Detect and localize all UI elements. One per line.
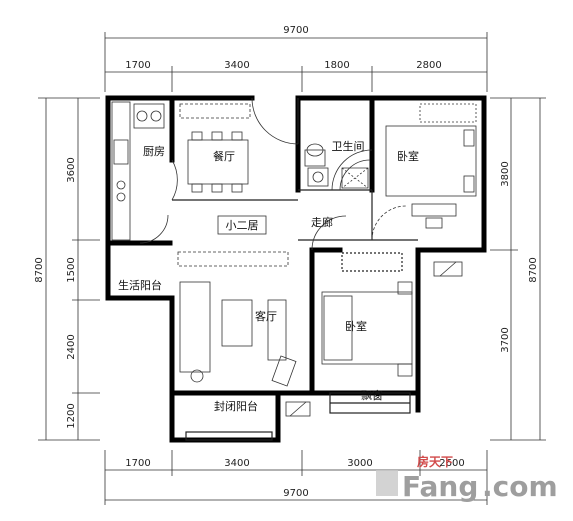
room-label-enclosed-balcony: 封闭阳台 (214, 399, 258, 413)
room-label-bedroom-top: 卧室 (397, 149, 419, 163)
right-dimension-lines (490, 97, 546, 441)
room-label-corridor: 走廊 (311, 215, 333, 229)
left-dim-1: 3600 (66, 157, 77, 182)
top-bedroom-furniture (385, 103, 477, 229)
watermark-house-icon (376, 470, 398, 496)
top-total-dim: 9700 (283, 25, 308, 36)
room-label-utility-balcony: 生活阳台 (118, 278, 162, 292)
top-dim-3: 1800 (324, 60, 349, 71)
watermark-brand: Fang (402, 470, 478, 503)
bottom-dim-3: 3000 (347, 458, 372, 469)
watermark-domain: .com (482, 470, 558, 503)
top-dim-4: 2800 (416, 60, 441, 71)
left-dim-2: 1500 (66, 257, 77, 282)
top-dim-1: 1700 (125, 60, 150, 71)
watermark-top-text: 房天下 (417, 454, 453, 469)
left-dim-3: 2400 (66, 334, 77, 359)
watermark: 房天下 Fang .com (376, 454, 558, 503)
bathroom-fixtures (304, 143, 369, 189)
room-label-layout-tag: 小二居 (226, 219, 259, 232)
bottom-dimension-lines (104, 450, 488, 505)
room-label-bay-window: 飘窗 (361, 388, 383, 402)
top-dim-2: 3400 (224, 60, 249, 71)
top-dimension-lines (104, 32, 488, 92)
left-dim-4: 1200 (66, 403, 77, 428)
room-label-dining: 餐厅 (213, 149, 235, 163)
living-furniture (177, 251, 297, 387)
right-total-dim: 8700 (528, 257, 539, 282)
right-dim-2: 3700 (500, 327, 511, 352)
left-dimension-lines (38, 97, 100, 441)
layout-tag-box (217, 215, 267, 235)
bottom-total-dim: 9700 (283, 488, 308, 499)
ac-units (285, 261, 463, 417)
doors (139, 97, 407, 251)
right-dim-1: 3800 (500, 161, 511, 186)
dining-table (179, 103, 251, 193)
bottom-dim-4: 2600 (439, 458, 464, 469)
kitchen-furniture (111, 101, 165, 241)
room-label-bedroom-bottom: 卧室 (345, 319, 367, 333)
room-label-living: 客厅 (255, 309, 277, 323)
room-label-bathroom: 卫生间 (332, 139, 365, 153)
left-total-dim: 8700 (34, 257, 45, 282)
bottom-dim-2: 3400 (224, 458, 249, 469)
bottom-bedroom-furniture (321, 281, 413, 377)
bottom-dim-1: 1700 (125, 458, 150, 469)
room-label-kitchen: 厨房 (143, 145, 165, 158)
partitions (172, 189, 418, 441)
